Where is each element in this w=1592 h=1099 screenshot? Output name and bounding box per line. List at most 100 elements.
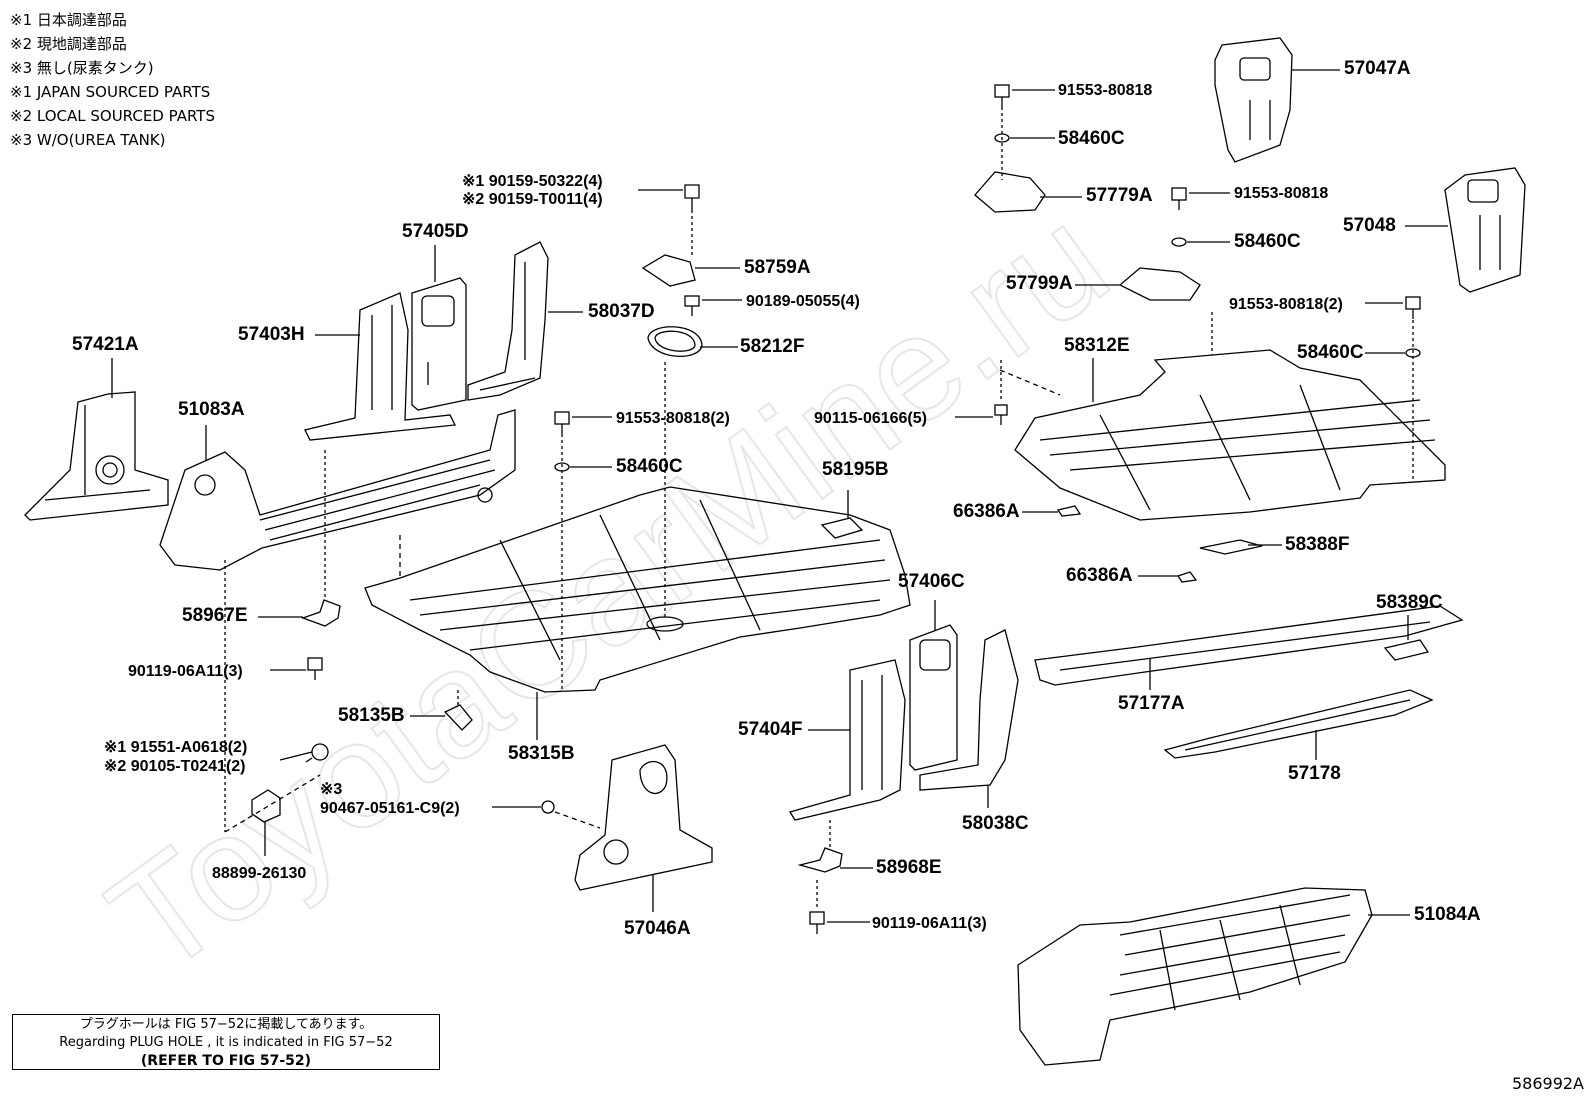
part-57405D-shape[interactable] <box>411 277 467 411</box>
part-label[interactable]: 58389C <box>1376 592 1443 613</box>
part-label[interactable]: 58312E <box>1064 335 1130 356</box>
part-label[interactable]: 57048 <box>1343 215 1396 236</box>
part-57779A-shape[interactable] <box>974 171 1046 213</box>
part-51083A-shape[interactable] <box>159 409 516 571</box>
part-label[interactable]: 57406C <box>898 571 965 592</box>
part-label[interactable]: ※1 90159-50322(4) <box>462 173 603 190</box>
bolt-91553-shape[interactable] <box>554 411 570 434</box>
part-57177A-shape[interactable] <box>1034 605 1464 686</box>
part-58212F-shape[interactable] <box>647 326 703 357</box>
part-66386A-a-shape[interactable] <box>1056 505 1082 517</box>
part-58038C-shape[interactable] <box>919 629 1019 791</box>
part-label[interactable]: 57799A <box>1006 273 1073 294</box>
part-label[interactable]: 90115-06166(5) <box>814 410 927 427</box>
part-label[interactable]: 57177A <box>1118 693 1185 714</box>
part-57178-shape[interactable] <box>1163 689 1434 759</box>
part-label[interactable]: 91553-80818(2) <box>616 410 730 427</box>
part-label[interactable]: 88899-26130 <box>212 865 307 882</box>
bolt-91553-b-shape[interactable] <box>994 84 1010 107</box>
washer-58460C-c-shape[interactable] <box>1171 237 1187 247</box>
part-58389C-shape[interactable] <box>1383 639 1430 661</box>
part-57046A-shape[interactable] <box>574 744 713 891</box>
note-en: Regarding PLUG HOLE , it is indicated in… <box>59 1035 393 1050</box>
part-label[interactable]: 51083A <box>178 399 245 420</box>
part-88899-26130-shape[interactable] <box>251 789 281 823</box>
part-57421A-shape[interactable] <box>24 391 169 521</box>
part-label[interactable]: 57405D <box>402 221 469 242</box>
plug-hole-note-box: プラグホールは FIG 57−52に掲載してあります。 Regarding PL… <box>12 1014 440 1070</box>
part-label[interactable]: 66386A <box>953 501 1020 522</box>
part-label[interactable]: ※1 91551-A0618(2) <box>104 739 248 756</box>
part-label[interactable]: 58967E <box>182 605 248 626</box>
part-label[interactable]: 58968E <box>876 857 942 878</box>
part-label[interactable]: 57046A <box>624 918 691 939</box>
part-label[interactable]: 58460C <box>616 456 683 477</box>
clip-90467-shape[interactable] <box>541 800 555 814</box>
leader-91551 <box>279 751 313 761</box>
part-label[interactable]: 58195B <box>822 459 889 480</box>
part-label[interactable]: 58460C <box>1297 342 1364 363</box>
note-line: ※3 W/O(UREA TANK) <box>10 131 166 149</box>
part-label[interactable]: 57404F <box>738 719 803 740</box>
part-51084A-shape[interactable] <box>1017 887 1373 1066</box>
part-label[interactable]: 90119-06A11(3) <box>128 663 243 680</box>
part-label[interactable]: 58315B <box>508 743 575 764</box>
bolt-90119-shape[interactable] <box>307 657 323 680</box>
part-label[interactable]: 58038C <box>962 813 1029 834</box>
part-label[interactable]: 58460C <box>1234 231 1301 252</box>
part-57047A-shape[interactable] <box>1214 37 1293 163</box>
part-label[interactable]: 91553-80818 <box>1234 185 1329 202</box>
part-58315B-shape[interactable] <box>364 486 911 693</box>
note-line: ※2 現地調達部品 <box>10 35 127 53</box>
part-label[interactable]: 90467-05161-C9(2) <box>320 800 460 817</box>
part-label[interactable]: 91553-80818(2) <box>1229 296 1343 313</box>
part-58312E-shape[interactable] <box>1014 349 1446 521</box>
part-label[interactable]: 58135B <box>338 705 405 726</box>
part-label[interactable]: 57178 <box>1288 763 1341 784</box>
part-57048-shape[interactable] <box>1444 167 1526 293</box>
part-58759A-shape[interactable] <box>641 254 696 287</box>
note-line: ※3 無し(尿素タンク) <box>10 59 154 77</box>
bolt-90159-shape[interactable] <box>684 184 700 210</box>
part-label[interactable]: 57047A <box>1344 58 1411 79</box>
part-58195B-shape[interactable] <box>820 517 864 539</box>
part-label[interactable]: 57779A <box>1086 185 1153 206</box>
part-58037D-shape[interactable] <box>467 241 549 401</box>
part-label[interactable]: 58388F <box>1285 534 1350 555</box>
part-label[interactable]: 58037D <box>588 301 655 322</box>
part-label[interactable]: 90189-05055(4) <box>746 293 860 310</box>
bolt-90189-shape[interactable] <box>684 295 700 316</box>
part-57799A-shape[interactable] <box>1118 267 1201 301</box>
bolt-91553-d-shape[interactable] <box>1405 296 1421 319</box>
part-58388F-shape[interactable] <box>1199 539 1263 555</box>
part-58967E-shape[interactable] <box>301 599 341 627</box>
part-57403H-shape[interactable] <box>304 292 457 441</box>
dash-line <box>554 811 601 829</box>
part-label[interactable]: 57421A <box>72 334 139 355</box>
part-label[interactable]: ※2 90159-T0011(4) <box>462 191 603 208</box>
bolt-91553-c-shape[interactable] <box>1171 187 1187 210</box>
part-label[interactable]: 51084A <box>1414 904 1481 925</box>
refer-link[interactable]: (REFER TO FIG 57-52) <box>140 1053 312 1069</box>
part-58135B-shape[interactable] <box>443 704 473 731</box>
note-line: ※1 JAPAN SOURCED PARTS <box>10 83 211 101</box>
part-57406C-shape[interactable] <box>909 624 958 771</box>
part-label[interactable]: 57403H <box>238 324 305 345</box>
bolt-90115-shape[interactable] <box>994 404 1008 425</box>
part-label: ※3 <box>320 781 343 798</box>
part-label[interactable]: 66386A <box>1066 565 1133 586</box>
note-jp: プラグホールは FIG 57−52に掲載してあります。 <box>79 1017 373 1032</box>
part-label[interactable]: 58759A <box>744 257 811 278</box>
part-label[interactable]: 58212F <box>740 336 805 357</box>
note-line: ※1 日本調達部品 <box>10 11 127 29</box>
part-57404F-shape[interactable] <box>788 659 906 821</box>
part-label[interactable]: ※2 90105-T0241(2) <box>104 758 246 775</box>
part-66386A-b-shape[interactable] <box>1176 571 1198 583</box>
part-label[interactable]: 90119-06A11(3) <box>872 915 987 932</box>
part-58968E-shape[interactable] <box>797 847 843 873</box>
dash-line <box>999 369 1061 396</box>
bolt-90119-b-shape[interactable] <box>809 911 825 934</box>
part-label[interactable]: 91553-80818 <box>1058 82 1153 99</box>
part-label[interactable]: 58460C <box>1058 128 1125 149</box>
